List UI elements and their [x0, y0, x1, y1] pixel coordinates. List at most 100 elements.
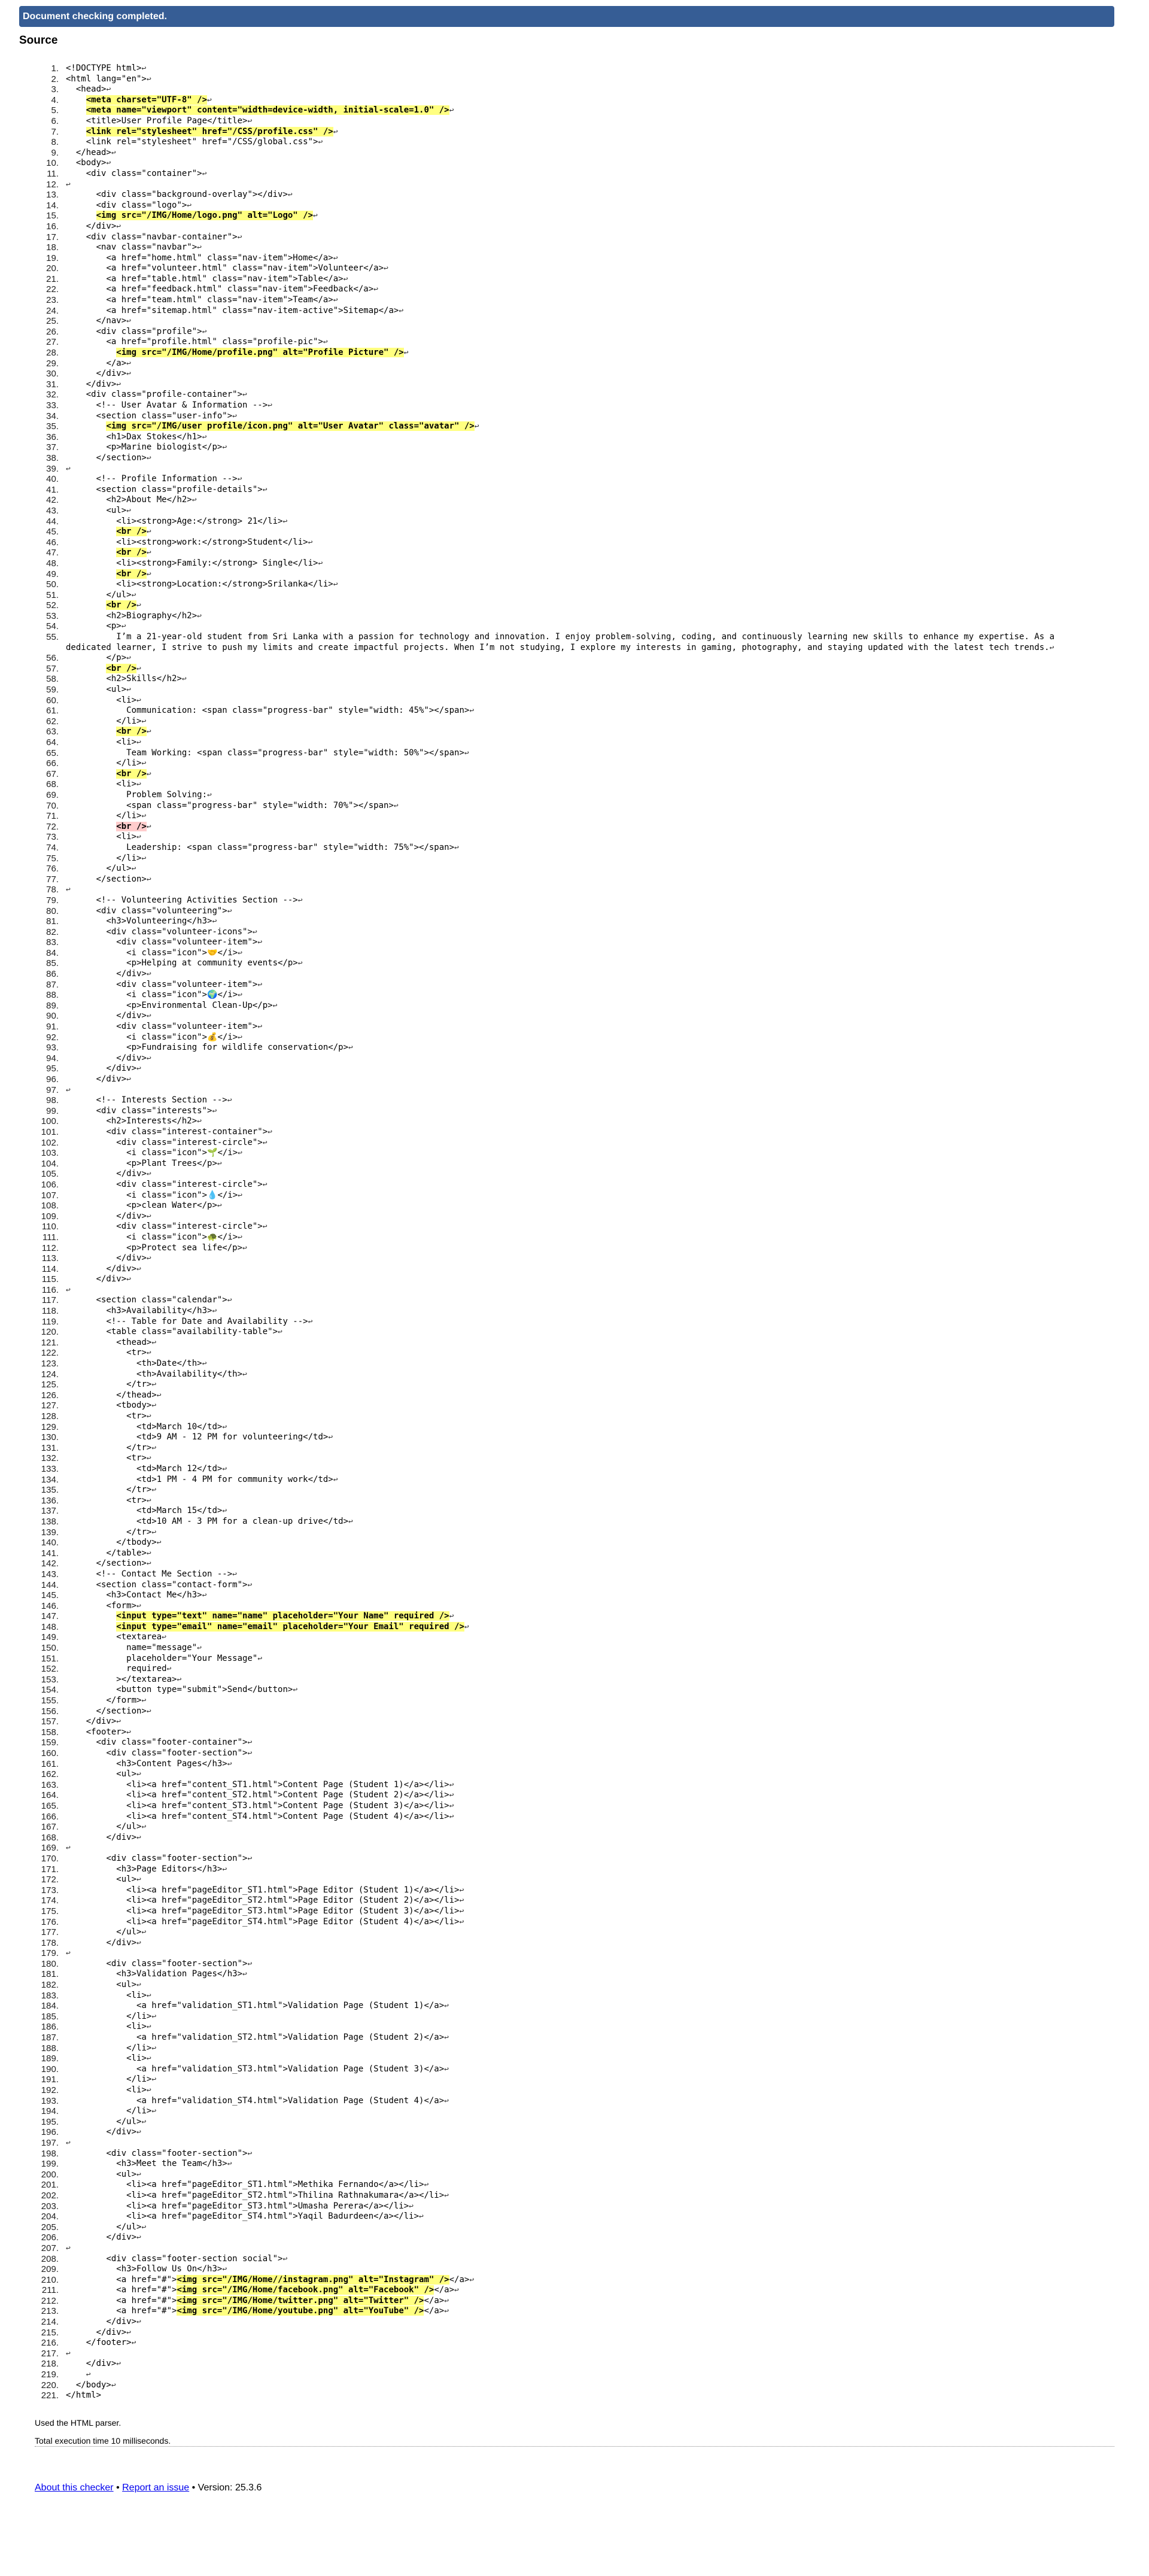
line-number: 137.	[41, 1506, 59, 1517]
line-number: 94.	[46, 1053, 59, 1064]
line-break-icon: ↩	[66, 2243, 71, 2253]
line-break-icon: ↩	[469, 706, 475, 716]
source-line: 57. <br />↩	[46, 663, 1095, 675]
line-number: 168.	[41, 1832, 59, 1843]
source-line: 172. <ul>↩	[41, 1875, 1095, 1885]
code-text: </li>	[66, 2043, 152, 2053]
source-line: 24. <a href="sitemap.html" class="nav-it…	[46, 305, 1095, 317]
line-number: 159.	[41, 1737, 59, 1748]
line-break-icon: ↩	[287, 190, 293, 200]
line-break-icon: ↩	[242, 1243, 247, 1253]
warning-highlight: <br />	[116, 727, 147, 737]
line-number: 31.	[46, 379, 59, 390]
line-break-icon: ↩	[242, 390, 247, 400]
code-text	[66, 569, 116, 579]
source-line: 212. <a href="#"><img src="/IMG/Home/twi…	[41, 2295, 1095, 2307]
line-number: 49.	[46, 569, 59, 579]
line-number: 189.	[41, 2053, 59, 2064]
code-text	[66, 421, 106, 431]
line-break-icon: ↩	[333, 1475, 338, 1484]
warning-highlight: <br />	[116, 569, 147, 579]
line-number: 115.	[41, 1274, 59, 1285]
line-number: 124.	[41, 1369, 59, 1380]
line-break-icon: ↩	[252, 927, 257, 937]
warning-highlight: <br />	[116, 527, 147, 537]
source-line: 165. <li><a href="content_ST3.html">Cont…	[41, 1801, 1095, 1812]
line-break-icon: ↩	[262, 1180, 268, 1189]
line-break-icon: ↩	[238, 1190, 242, 1200]
line-break-icon: ↩	[136, 695, 141, 705]
line-number: 7.	[51, 126, 59, 137]
source-line: 178. </div>↩	[41, 1937, 1095, 1949]
line-number: 161.	[41, 1758, 59, 1769]
source-line: 159. <div class="footer-container">↩	[41, 1737, 1095, 1748]
source-line: 49. <br />↩	[46, 569, 1095, 580]
line-break-icon: ↩	[343, 274, 348, 284]
code-text: <tr>	[66, 1453, 147, 1463]
code-text: <p>Environmental Clean-Up</p>	[66, 1000, 273, 1010]
line-break-icon: ↩	[146, 1454, 151, 1463]
source-line: 144. <section class="contact-form">↩	[41, 1580, 1095, 1591]
line-break-icon: ↩	[202, 1591, 207, 1600]
source-line: 8. <link rel="stylesheet" href="/CSS/glo…	[51, 137, 1095, 148]
line-number: 23.	[46, 295, 59, 306]
code-text: </ul>	[66, 1822, 142, 1832]
warning-highlight: <img src="/IMG/user profile/icon.png" al…	[106, 421, 475, 432]
source-line: 108. <p>clean Water</p>↩	[41, 1201, 1095, 1211]
line-break-icon: ↩	[384, 264, 388, 274]
line-break-icon: ↩	[126, 1275, 131, 1284]
line-number: 77.	[46, 874, 59, 885]
code-text: </div>	[66, 1937, 137, 1948]
line-break-icon: ↩	[181, 675, 187, 684]
code-text: name="message"	[66, 1643, 197, 1653]
code-text: <!-- Table for Date and Availability -->	[66, 1316, 308, 1326]
source-line: 13. <div class="background-overlay"></di…	[46, 190, 1095, 201]
code-text: </div>	[66, 969, 147, 979]
line-break-icon: ↩	[348, 1043, 353, 1053]
divider	[35, 2446, 1114, 2447]
source-line: 55. I’m a 21-year-old student from Sri L…	[46, 632, 1095, 653]
source-line: 117. <section class="calendar">↩	[42, 1295, 1095, 1306]
source-line: 140. </tbody>↩	[41, 1538, 1095, 1548]
source-line: 88. <i class="icon">🌍</i>↩	[46, 990, 1095, 1001]
line-number: 6.	[51, 116, 59, 126]
code-text: <h1>Dax Stokes</h1>	[66, 432, 202, 442]
code-text	[66, 348, 116, 357]
source-line: 1.<!DOCTYPE html>↩	[51, 63, 1095, 74]
line-break-icon: ↩	[197, 1644, 202, 1653]
line-number: 22.	[46, 284, 59, 295]
code-text: </div>	[66, 221, 117, 231]
line-number: 146.	[41, 1600, 59, 1611]
line-number: 200.	[41, 2169, 59, 2180]
line-number: 157.	[41, 1717, 59, 1727]
line-break-icon: ↩	[126, 1075, 131, 1084]
line-number: 127.	[41, 1401, 59, 1411]
report-issue-link[interactable]: Report an issue	[122, 2483, 190, 2493]
status-banner: Document checking completed.	[19, 6, 1114, 27]
source-line: 127. <tbody>↩	[41, 1401, 1095, 1411]
line-break-icon: ↩	[464, 748, 469, 758]
page-footer: About this checker • Report an issue • V…	[35, 2483, 262, 2493]
line-number: 171.	[41, 1864, 59, 1875]
line-number: 51.	[46, 590, 59, 600]
line-break-icon: ↩	[146, 1011, 151, 1021]
code-text: <a href="sitemap.html" class="nav-item-a…	[66, 305, 399, 315]
line-number: 13.	[46, 190, 59, 201]
about-checker-link[interactable]: About this checker	[35, 2483, 114, 2493]
line-break-icon: ↩	[66, 1085, 71, 1095]
line-number: 21.	[46, 274, 59, 284]
line-break-icon: ↩	[282, 517, 288, 526]
source-line: 205. </ul>↩	[41, 2222, 1095, 2233]
source-line: 114. </div>↩	[42, 1264, 1095, 1275]
line-number: 154.	[41, 1685, 59, 1696]
line-break-icon: ↩	[333, 296, 338, 305]
source-line: 100. <h2>Interests</h2>↩	[41, 1116, 1095, 1127]
line-break-icon: ↩	[146, 769, 151, 779]
source-line: 61. Communication: <span class="progress…	[46, 706, 1095, 716]
source-line: 139. </tr>↩	[41, 1527, 1095, 1538]
line-break-icon: ↩	[212, 1106, 217, 1116]
line-break-icon: ↩	[136, 2170, 141, 2179]
code-text: </ul>	[66, 1927, 142, 1937]
line-break-icon: ↩	[449, 1801, 454, 1811]
line-number: 120.	[41, 1327, 59, 1338]
